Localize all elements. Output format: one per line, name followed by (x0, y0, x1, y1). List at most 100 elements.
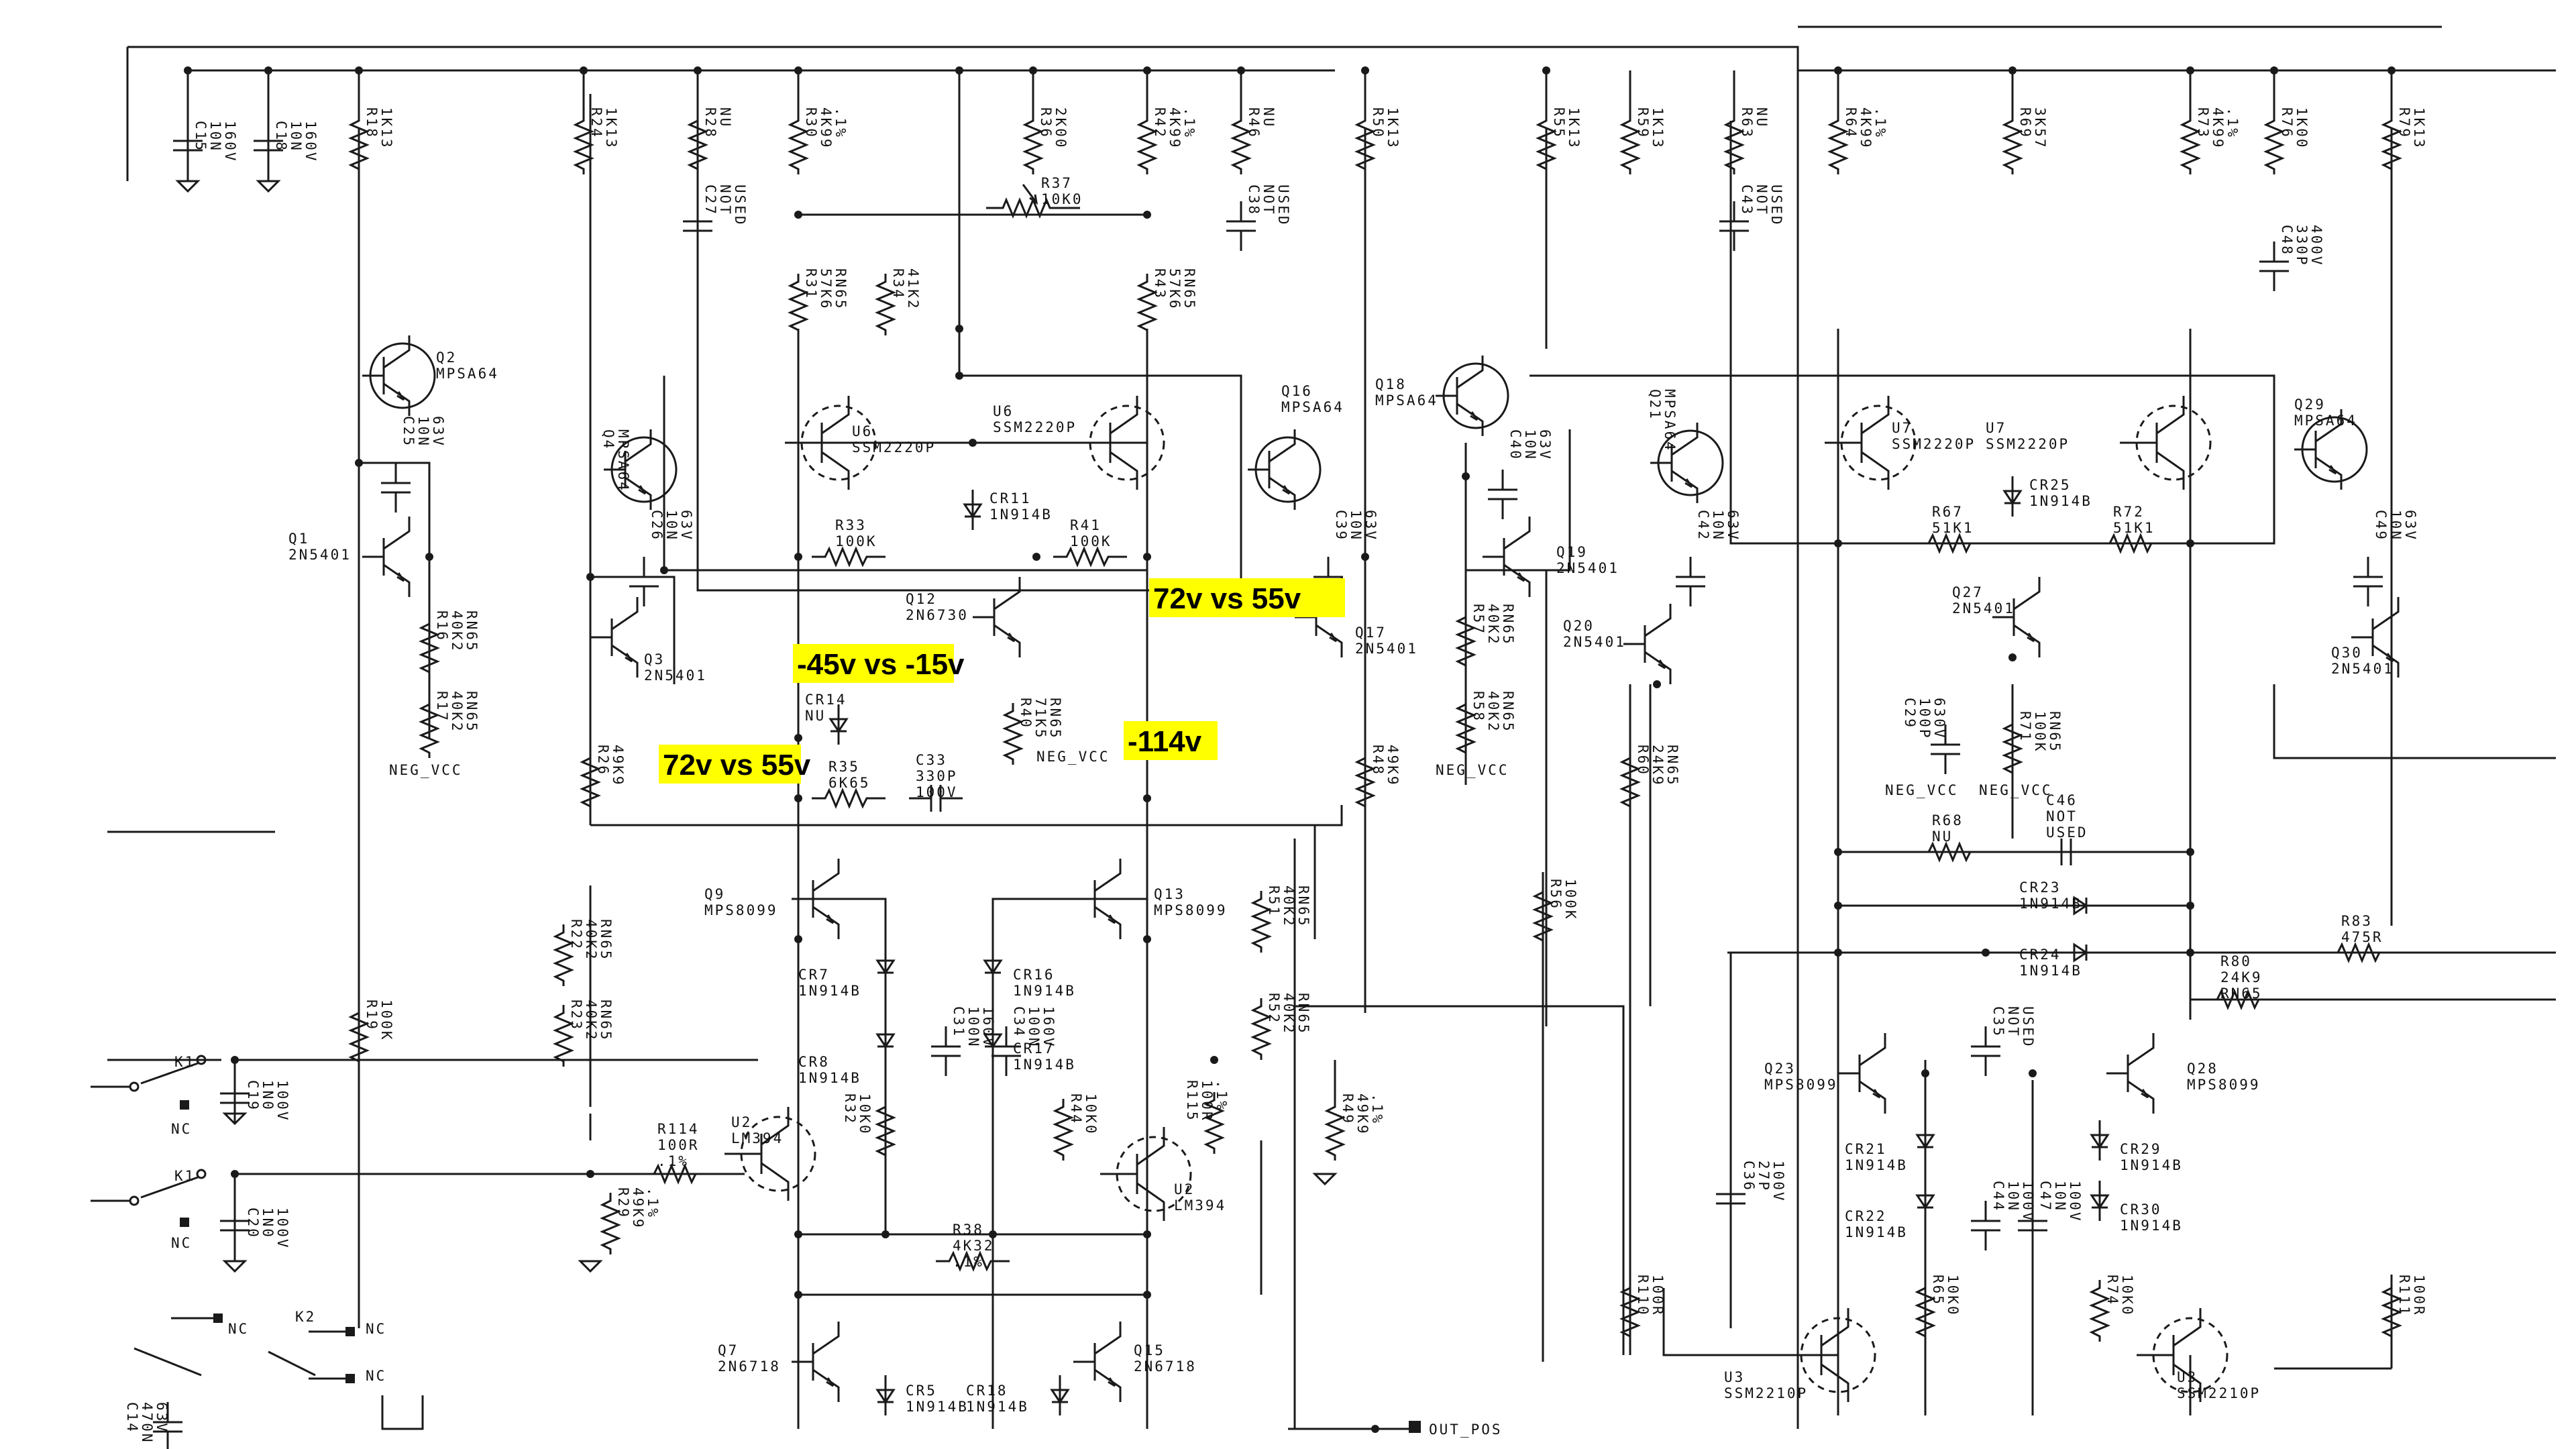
label-r60-2: RN65 (1664, 745, 1680, 787)
label-c49-0: C49 (2373, 510, 2389, 541)
label-r40-1: 71K5 (1032, 698, 1049, 740)
label-r43-2: RN65 (1181, 268, 1197, 311)
label-r57-0: R57 (1470, 604, 1487, 635)
label-r29-0: R29 (615, 1187, 631, 1219)
label-r71-0: R71 (2017, 711, 2033, 743)
label-r22-2: RN65 (598, 919, 614, 961)
label-r69-0: R69 (2017, 107, 2033, 139)
label-r71-2: RN65 (2047, 711, 2063, 753)
label-c48-2: 400V (2308, 225, 2324, 267)
label-c43-2: USED (1768, 184, 1784, 227)
label-q4-1: MPSA64 (615, 429, 631, 492)
net-out-pos: OUT_POS (1429, 1421, 1503, 1438)
label-q29-1: MPSA64 (2294, 413, 2357, 429)
label-q19-0: Q19 (1556, 544, 1588, 560)
net-nc-4: NC (366, 1321, 386, 1337)
label-r17-1: 40K2 (449, 691, 465, 733)
label-r35-1: 6K65 (828, 775, 871, 791)
label-q7-1: 2N6718 (718, 1358, 781, 1375)
label-cr22-0: CR22 (1845, 1208, 1887, 1224)
label-c15-0: C15 (193, 121, 209, 152)
label-u7a-0: U7 (1892, 420, 1913, 436)
label-r73-0: R73 (2195, 107, 2211, 139)
label-c36-1: 27P (1756, 1161, 1772, 1192)
label-c27-2: USED (732, 184, 748, 227)
label-r38-0: R38 (953, 1222, 984, 1238)
label-cr23-0: CR23 (2019, 879, 2061, 896)
label-r44-1: 10K0 (1083, 1093, 1099, 1136)
label-q29-0: Q29 (2294, 396, 2326, 413)
label-r51-2: RN65 (1295, 885, 1311, 928)
junction-dots (184, 66, 2396, 1433)
label-q20-0: Q20 (1563, 618, 1595, 634)
label-r32-0: R32 (842, 1093, 858, 1125)
label-c20-2: 100V (274, 1208, 290, 1250)
label-q16-0: Q16 (1281, 383, 1313, 399)
label-r41-0: R41 (1070, 517, 1102, 533)
label-r67-1: 51K1 (1932, 520, 1974, 536)
label-q21-0: Q21 (1647, 389, 1663, 421)
label-cr21-0: CR21 (1845, 1141, 1887, 1157)
label-c14-1: 470N (139, 1402, 155, 1444)
label-cr24-0: CR24 (2019, 947, 2061, 963)
label-u3a-1: SSM2210P (1724, 1385, 1808, 1401)
label-r37-1: 10K0 (1041, 191, 1083, 207)
label-q27-1: 2N5401 (1952, 600, 2015, 616)
label-q9-0: Q9 (704, 886, 725, 902)
label-r79-0: R79 (2396, 107, 2412, 139)
label-c18-1: 10N (288, 121, 304, 152)
label-cr18-0: CR18 (966, 1383, 1008, 1399)
label-r16-0: R16 (434, 610, 450, 642)
label-q18-1: MPSA64 (1375, 392, 1438, 409)
label-q2-0: Q2 (436, 350, 457, 366)
label-r43-0: R43 (1152, 268, 1168, 300)
label-cr8-1: 1N914B (798, 1070, 861, 1086)
label-r38-2: .1% (953, 1254, 984, 1270)
label-r111-1: 100R (2411, 1275, 2427, 1317)
label-r51-1: 40K2 (1281, 885, 1297, 928)
label-q27-0: Q27 (1952, 584, 1984, 600)
label-q28-0: Q28 (2187, 1061, 2218, 1077)
label-c49-1: 10N (2387, 510, 2404, 541)
label-r57-2: RN65 (1500, 604, 1516, 646)
label-r34-1: 41K2 (905, 268, 921, 311)
net-neg-vcc-5: NEG_VCC (1979, 782, 2053, 798)
label-c29-0: C29 (1902, 698, 1918, 729)
label-r31-0: R31 (803, 268, 819, 300)
label-c18-2: 160V (303, 121, 319, 163)
label-c15-1: 10N (207, 121, 223, 152)
label-c40-1: 10N (1522, 429, 1538, 461)
